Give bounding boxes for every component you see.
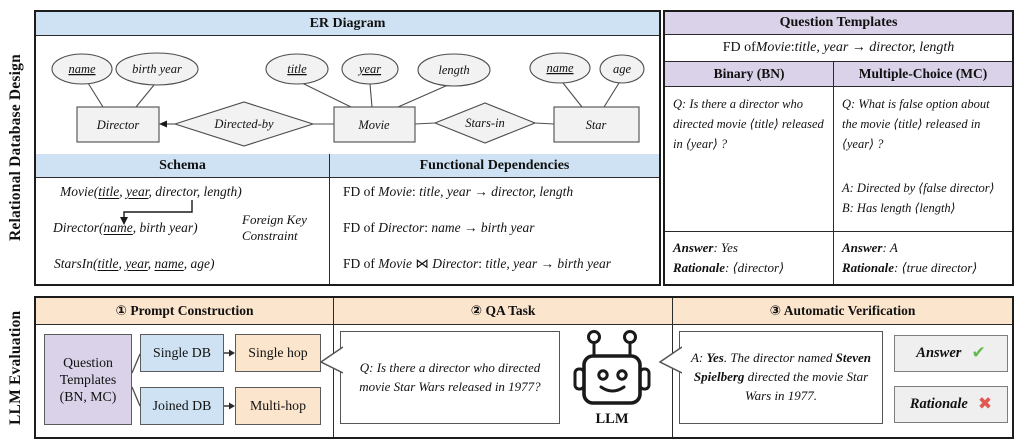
- attribute-label: year: [357, 62, 381, 76]
- cross-icon: ✖: [977, 394, 993, 414]
- er-connector: [562, 82, 583, 108]
- binary-question-cell: Q: Is there a director who directed movi…: [665, 87, 834, 231]
- multiple-choice-column-header: Multiple-Choice (MC): [834, 62, 1012, 87]
- question-templates-header: Question Templates: [665, 12, 1012, 35]
- entity-movie: [333, 106, 416, 143]
- answer-bubble-text: A: Yes. The director named Steven Spielb…: [690, 350, 872, 403]
- er-connector: [414, 122, 436, 125]
- entity-star: [553, 106, 640, 143]
- attribute-ellipse-name: [51, 53, 113, 85]
- entity-label: Movie: [357, 118, 390, 132]
- speech-bubble-tail: [320, 346, 343, 374]
- er-connector: [534, 122, 555, 125]
- er-connector: [301, 82, 352, 108]
- relationship-label: Directed-by: [213, 117, 274, 131]
- attribute-ellipse-year: [341, 53, 399, 85]
- multiple-choice-rationale: Rationale: ⟨true director⟩: [842, 260, 978, 276]
- attribute-label: name: [546, 61, 574, 75]
- qa-task-cell: Q: Is there a director who directed movi…: [320, 325, 673, 437]
- answer-status-box: Answer ✔: [894, 335, 1008, 372]
- section-label-llm-evaluation: LLM Evaluation: [7, 310, 24, 425]
- entity-label: Director: [96, 118, 140, 132]
- multi-hop-box: Multi-hop: [235, 387, 321, 425]
- er-diagram-header: ER Diagram: [36, 12, 659, 36]
- relationship-directed-by: [173, 101, 315, 147]
- multiple-choice-question-cell: Q: What is false option about the movie …: [834, 87, 1012, 231]
- llm-evaluation-panel: ① Prompt Construction ② QA Task ③ Automa…: [34, 296, 1014, 439]
- attribute-label: length: [438, 63, 469, 77]
- fd-row-movie: FD of Movie: title, year → director, len…: [343, 184, 574, 199]
- attribute-ellipse-name2: [529, 52, 591, 84]
- flow-connectors: [131, 349, 235, 410]
- single-db-box: Single DB: [140, 334, 224, 372]
- entity-label: Star: [586, 118, 607, 132]
- robot-icon: [573, 329, 651, 414]
- rationale-status-box: Rationale ✖: [894, 386, 1008, 423]
- automatic-verification-cell: A: Yes. The director named Steven Spielb…: [659, 325, 1012, 437]
- option-a: A: Directed by ⟨false director⟩: [842, 181, 995, 195]
- schema-row-movie: Movie(title, year, director, length): [60, 184, 242, 199]
- er-schema-panel: ER Diagram name birth year title year: [34, 10, 661, 286]
- functional-dependencies-header: Functional Dependencies: [330, 154, 659, 178]
- question-templates-source-box: Question Templates (BN, MC): [44, 334, 132, 425]
- multiple-choice-answer: Answer: A: [842, 240, 898, 255]
- binary-answer: Answer: Yes: [673, 240, 738, 255]
- automatic-verification-header: ③ Automatic Verification: [673, 298, 1012, 325]
- prompt-construction-cell: Question Templates (BN, MC) Single DB Si…: [36, 325, 334, 437]
- question-speech-bubble: Q: Is there a director who directed movi…: [320, 331, 560, 424]
- relationship-label: Stars-in: [465, 116, 505, 130]
- schema-row-starsin: StarsIn(title, year, name, age): [54, 256, 215, 271]
- schema-row-director: Director(name, birth year): [53, 220, 198, 235]
- attribute-label: age: [613, 62, 632, 76]
- multiple-choice-answer-cell: Answer: A Rationale: ⟨true director⟩: [834, 232, 1012, 284]
- question-templates-panel: Question Templates FD of Movie: title, y…: [663, 10, 1014, 286]
- answer-status-label: Answer: [916, 345, 962, 361]
- joined-db-box: Joined DB: [140, 387, 224, 425]
- rationale-status-label: Rationale: [909, 396, 968, 412]
- fd-row-join: FD of Movie ⋈ Director: title, year → bi…: [343, 256, 611, 271]
- fd-template-line: FD of Movie: title, year → director, len…: [665, 35, 1012, 62]
- er-diagram: name birth year title year length name a…: [51, 52, 645, 147]
- answer-speech-bubble: A: Yes. The director named Steven Spielb…: [659, 331, 883, 424]
- binary-rationale: Rationale: ⟨director⟩: [673, 260, 785, 276]
- attribute-ellipse-title: [265, 53, 329, 85]
- functional-dependencies-cell: FD of Movie: title, year → director, len…: [330, 178, 659, 284]
- attribute-label: name: [68, 62, 96, 76]
- er-connector: [397, 84, 449, 108]
- binary-answer-cell: Answer: Yes Rationale: ⟨director⟩: [665, 232, 834, 284]
- multiple-choice-question: Q: What is false option about the movie …: [842, 97, 990, 151]
- llm-label: LLM: [595, 411, 629, 427]
- foreign-key-constraint-label: Foreign Key Constraint: [242, 212, 307, 243]
- attribute-label: title: [287, 62, 307, 76]
- attribute-ellipse-age: [599, 54, 645, 84]
- single-hop-box: Single hop: [235, 334, 321, 372]
- schema-cell: Movie(title, year, director, length) Dir…: [36, 178, 330, 284]
- binary-question: Q: Is there a director who directed movi…: [673, 97, 824, 151]
- arrowhead-to-director: [159, 120, 167, 128]
- section-label-relational-database-design: Relational Database Design: [7, 54, 24, 242]
- question-bubble-text: Q: Is there a director who directed movi…: [359, 359, 541, 394]
- option-b: B: Has length ⟨length⟩: [842, 201, 956, 215]
- attribute-ellipse-birth-year: [115, 52, 199, 86]
- attribute-ellipse-length: [417, 53, 491, 87]
- er-connector: [87, 82, 104, 108]
- er-connector: [135, 84, 155, 108]
- fd-row-director: FD of Director: name → birth year: [343, 220, 535, 235]
- check-icon: ✔: [971, 343, 986, 363]
- schema-header: Schema: [36, 154, 330, 178]
- binary-column-header: Binary (BN): [665, 62, 834, 87]
- qa-task-header: ② QA Task: [334, 298, 673, 325]
- attribute-label: birth year: [132, 62, 182, 76]
- speech-bubble-tail: [659, 346, 682, 374]
- er-connector: [603, 82, 620, 108]
- prompt-construction-header: ① Prompt Construction: [36, 298, 334, 325]
- relationship-stars-in: [433, 102, 537, 144]
- entity-director: [76, 106, 160, 143]
- er-connector: [369, 83, 373, 108]
